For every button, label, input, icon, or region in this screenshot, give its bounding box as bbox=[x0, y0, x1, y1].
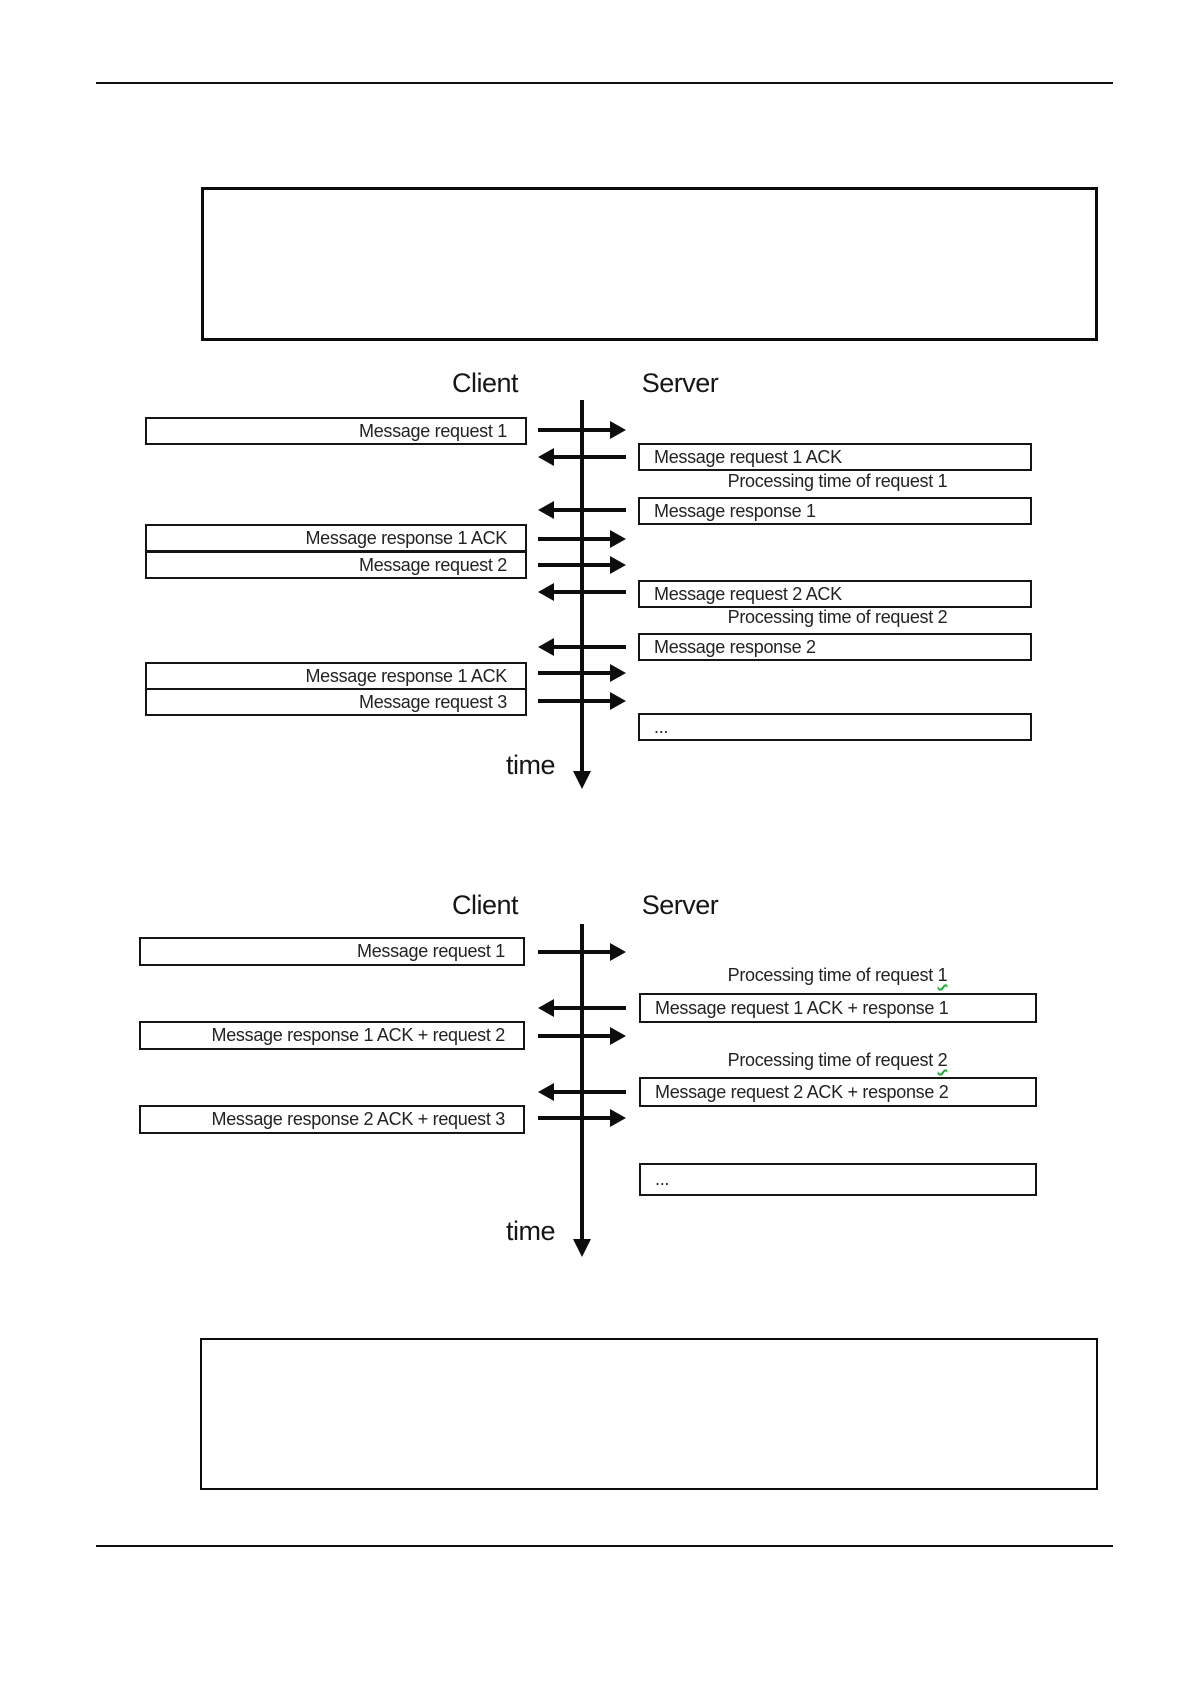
squiggle-underlined-number: 1 bbox=[937, 965, 948, 985]
processing-time-label: Processing time of request 2 bbox=[640, 1050, 1035, 1071]
client-message-box: Message response 1 ACK bbox=[145, 524, 527, 552]
arrow-client-to-server bbox=[538, 943, 626, 961]
processing-time-label: Processing time of request 1 bbox=[640, 965, 1035, 986]
server-message-box: Message response 2 bbox=[638, 633, 1032, 661]
server-ellipsis-box: ... bbox=[638, 713, 1032, 741]
server-column-header: Server bbox=[641, 890, 719, 920]
arrow-client-to-server bbox=[538, 530, 626, 548]
time-axis-arrow bbox=[573, 400, 591, 789]
client-message-box: Message request 1 bbox=[139, 937, 525, 966]
server-column-header: Server bbox=[641, 368, 719, 398]
client-message-box: Message response 2 ACK + request 3 bbox=[139, 1105, 525, 1134]
processing-time-label: Processing time of request 1 bbox=[727, 471, 948, 491]
processing-time-text: Processing time of request bbox=[727, 1050, 938, 1070]
client-message-box: Message request 3 bbox=[145, 688, 527, 716]
arrow-client-to-server bbox=[538, 421, 626, 439]
server-message-box: Message response 1 bbox=[638, 497, 1032, 525]
server-message-box: Message request 2 ACK bbox=[638, 580, 1032, 608]
client-message-box: Message response 1 ACK + request 2 bbox=[139, 1021, 525, 1050]
server-message-box: Message request 1 ACK + response 1 bbox=[639, 993, 1037, 1023]
arrow-server-to-client bbox=[538, 583, 626, 601]
empty-callout-box-bottom bbox=[200, 1338, 1098, 1490]
arrow-server-to-client bbox=[538, 1083, 626, 1101]
arrow-server-to-client bbox=[538, 501, 626, 519]
time-axis-arrow bbox=[573, 924, 591, 1257]
arrow-client-to-server bbox=[538, 556, 626, 574]
client-column-header: Client bbox=[451, 890, 519, 920]
header-rule bbox=[96, 82, 1113, 84]
server-message-box: Message request 2 ACK + response 2 bbox=[639, 1077, 1037, 1107]
arrow-server-to-client bbox=[538, 448, 626, 466]
empty-callout-box-top bbox=[201, 187, 1098, 341]
processing-time-label: Processing time of request 2 bbox=[727, 607, 948, 627]
client-message-box: Message request 2 bbox=[145, 551, 527, 579]
arrow-client-to-server bbox=[538, 664, 626, 682]
arrow-server-to-client bbox=[538, 999, 626, 1017]
client-message-box: Message response 1 ACK bbox=[145, 662, 527, 690]
client-message-box: Message request 1 bbox=[145, 417, 527, 445]
client-column-header: Client bbox=[451, 368, 519, 398]
footer-rule bbox=[96, 1545, 1113, 1547]
time-axis-label: time bbox=[505, 1216, 556, 1246]
arrow-client-to-server bbox=[538, 1109, 626, 1127]
server-message-box: Message request 1 ACK bbox=[638, 443, 1032, 471]
arrow-client-to-server bbox=[538, 692, 626, 710]
time-axis-label: time bbox=[505, 750, 556, 780]
arrow-client-to-server bbox=[538, 1027, 626, 1045]
server-ellipsis-box: ... bbox=[639, 1163, 1037, 1196]
arrow-server-to-client bbox=[538, 638, 626, 656]
processing-time-text: Processing time of request bbox=[727, 965, 938, 985]
squiggle-underlined-number: 2 bbox=[937, 1050, 948, 1070]
